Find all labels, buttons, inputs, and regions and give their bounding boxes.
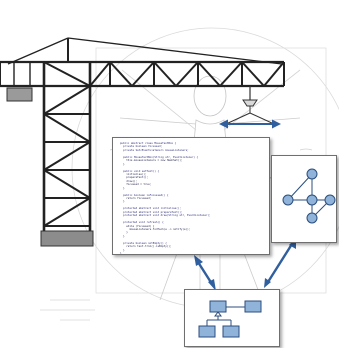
code-line: initialise(); [120, 172, 147, 176]
crane-counterweight [6, 87, 33, 102]
code-line: } [120, 186, 125, 190]
code-line: return focussed; [120, 197, 152, 200]
code-line: } [120, 200, 125, 204]
class-diagram [198, 300, 262, 338]
inheritance-arrow-icon [214, 311, 222, 317]
class-box [222, 325, 240, 338]
crane-front-pendant [67, 37, 283, 65]
tower-crane [0, 37, 285, 232]
crane-rear-pendant [7, 37, 69, 65]
class-box [198, 325, 216, 338]
code-line: } [120, 234, 125, 238]
code-line: protected abstract void initialise(); [120, 207, 181, 211]
double-arrow-icon [219, 119, 281, 129]
graph-diagram-card [271, 155, 337, 243]
code-to-uml-arrow [194, 255, 216, 291]
code-lines: public abstract class MouseTextBox { pri… [120, 142, 264, 255]
code-line: prepareText(); [120, 176, 149, 180]
code-snippet-card: public abstract class MouseTextBox { pri… [112, 137, 270, 255]
graph-diagram [282, 168, 336, 224]
code-line: private boolean notEmpty() { [120, 241, 167, 245]
graph-node [306, 194, 318, 206]
code-line: } [120, 231, 128, 235]
code-line: protected abstract void draw(String str,… [120, 214, 211, 218]
graph-node [282, 194, 294, 206]
code-line: } [120, 162, 125, 166]
crane-hook [225, 86, 275, 125]
class-box [244, 300, 262, 313]
code-line: public boolean isFocussed() { [120, 193, 169, 197]
code-line: private Set<EventListener> mouseListener… [120, 148, 189, 152]
class-box [209, 300, 227, 313]
code-line: protected void refresh() { [120, 221, 164, 225]
code-line: this.mouseListeners = new HashSet(); [120, 159, 183, 163]
graph-node [306, 168, 318, 180]
code-line: mouseListeners.forEach(e -> notify(e)); [120, 227, 191, 231]
code-line: focussed = true; [120, 183, 152, 187]
code-line: public abstract class MouseTextBox { [120, 142, 177, 145]
crane-jib [0, 60, 285, 88]
code-line: public void setText() { [120, 169, 160, 173]
code-line: return text.trim().isEmpty(); [120, 245, 172, 249]
code-line: } [120, 248, 125, 252]
code-line: } [120, 252, 122, 255]
code-line: private boolean focussed; [120, 145, 163, 149]
crane-tower [42, 61, 92, 232]
graph-node [306, 212, 318, 224]
code-line: protected abstract void prepareText(); [120, 210, 183, 214]
code-line: public MouseTextBox(String str, EventLis… [120, 155, 199, 159]
crane-base [40, 230, 94, 247]
graph-node [324, 194, 336, 206]
class-diagram-card [184, 289, 280, 347]
code-line: draw(); [120, 179, 138, 183]
code-line: while (focussed) { [120, 224, 155, 228]
